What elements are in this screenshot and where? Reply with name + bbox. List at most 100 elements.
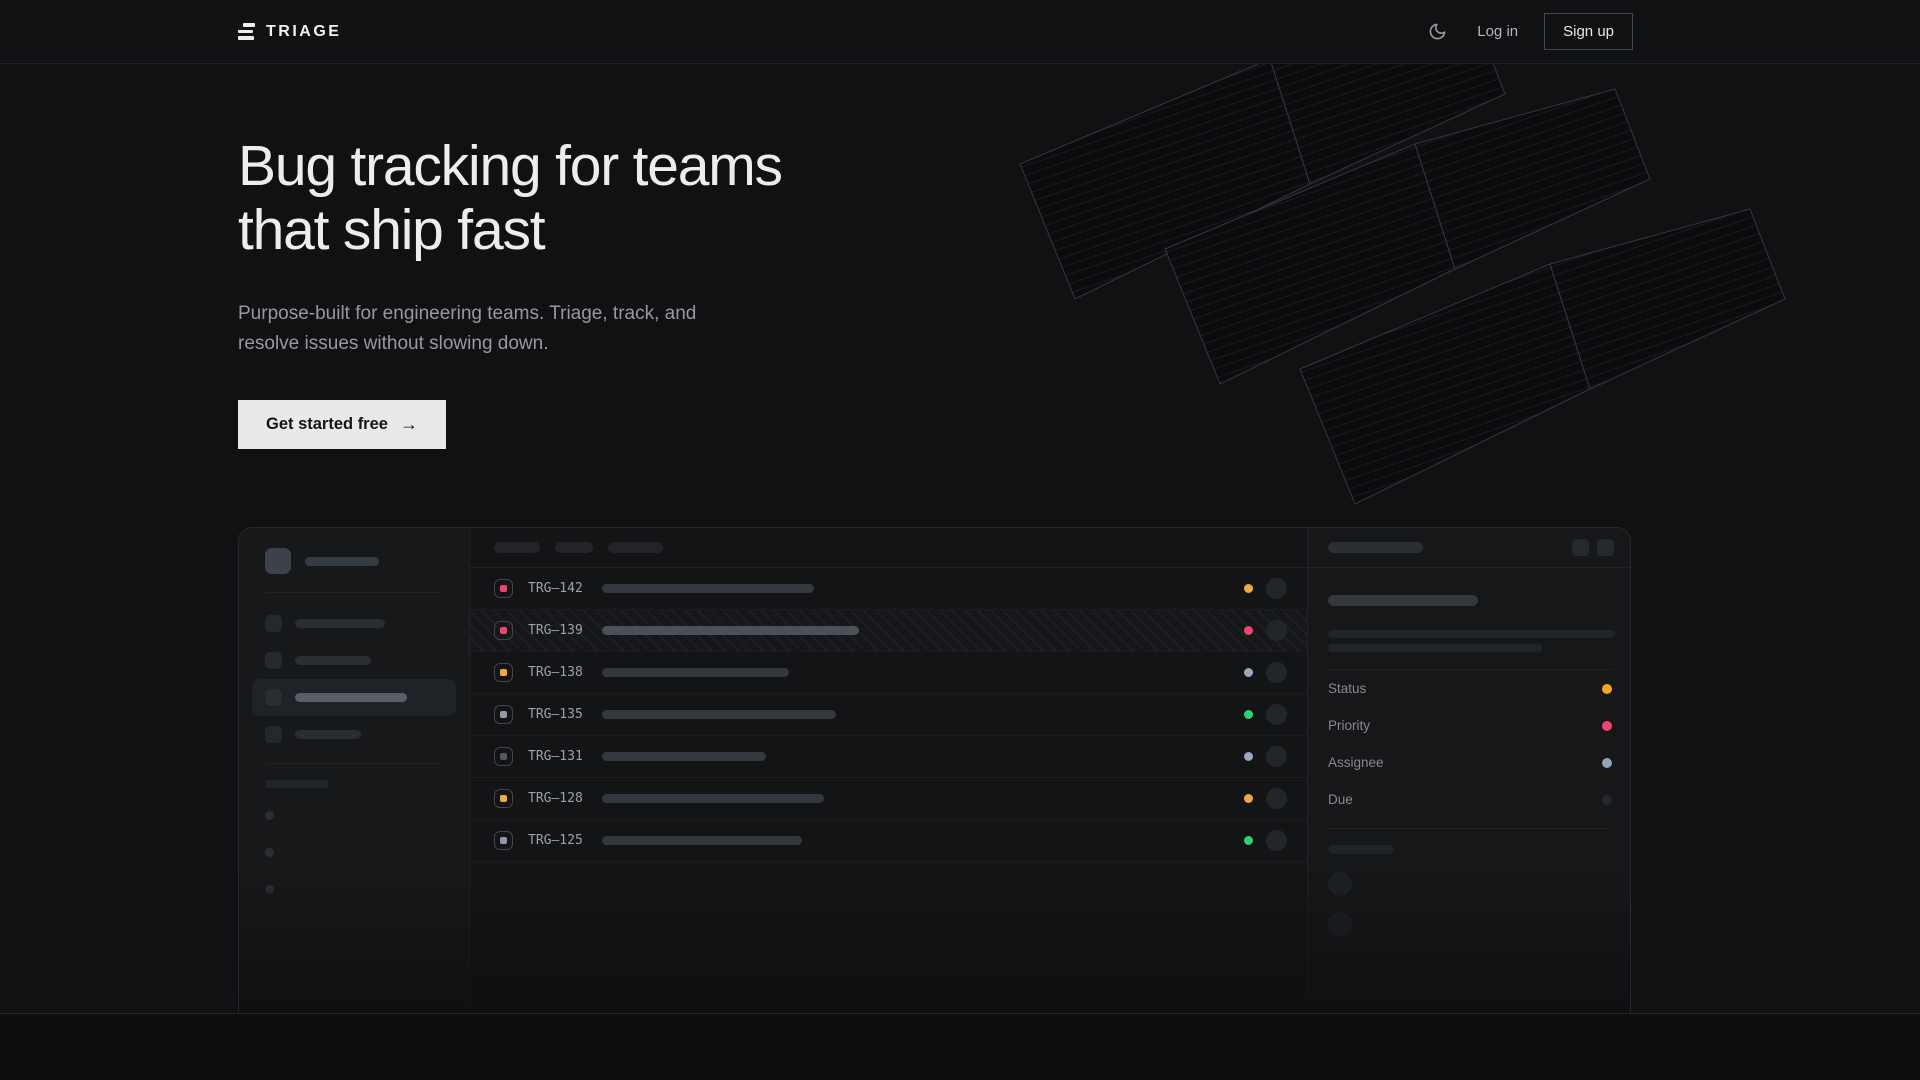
activity-avatars-skeleton: [1328, 872, 1612, 937]
activity-avatar: [1328, 912, 1352, 937]
sidebar-nav-skeleton: [252, 605, 456, 753]
issue-description-skeleton: [1328, 630, 1615, 639]
moon-icon: [1429, 23, 1446, 40]
sidebar-divider: [265, 592, 443, 594]
get-started-button[interactable]: Get started free →: [238, 400, 446, 450]
sidebar-item-skeleton: [265, 605, 443, 642]
sidebar-item-label-skeleton: [295, 656, 371, 666]
assignee-avatar: [1266, 746, 1287, 768]
issue-id: TRG–131: [528, 749, 583, 765]
issue-list: TRG–142 TRG–139 TRG–138: [470, 528, 1307, 1013]
sidebar-item-skeleton-active: [252, 679, 456, 717]
detail-field-label: Priority: [1328, 718, 1371, 734]
detail-field-label: Due: [1328, 792, 1353, 808]
assignee-avatar: [1266, 578, 1287, 600]
issue-row: TRG–125: [470, 820, 1307, 863]
issue-row: TRG–139: [470, 610, 1307, 653]
detail-field-row: Status: [1328, 670, 1612, 707]
detail-field-label: Assignee: [1328, 755, 1384, 771]
status-dot: [1244, 752, 1253, 762]
activity-label-skeleton: [1328, 845, 1394, 855]
issue-detail-panel: Status Priority Assignee Due: [1307, 528, 1630, 1013]
issue-title-skeleton: [602, 626, 859, 636]
assignee-avatar: [1266, 620, 1287, 642]
sidebar-item-label-skeleton: [295, 619, 385, 629]
issue-title-skeleton: [602, 584, 814, 594]
issue-row: TRG–128: [470, 778, 1307, 821]
issue-type-icon: [494, 663, 513, 683]
sidebar-item-skeleton: [265, 642, 443, 679]
issue-title-skeleton: [602, 794, 824, 804]
issue-id: TRG–135: [528, 707, 583, 723]
issue-id: TRG–139: [528, 623, 583, 639]
sidebar-item-icon: [265, 652, 282, 670]
arrow-right-icon: →: [399, 414, 418, 435]
filter-pill-skeleton: [555, 542, 593, 554]
issue-title-skeleton: [602, 836, 802, 846]
status-dot: [1244, 710, 1253, 720]
sidebar-item-icon: [265, 726, 282, 744]
activity-avatar: [1328, 872, 1352, 897]
assignee-avatar: [1266, 704, 1287, 726]
status-dot: [1244, 836, 1253, 846]
panel-action-button-skeleton: [1597, 539, 1614, 557]
sidebar-dot: [265, 848, 274, 858]
filter-pill-skeleton: [494, 542, 540, 554]
sidebar-item-label-skeleton: [295, 730, 361, 740]
mockup-sidebar: [239, 528, 470, 1013]
login-link[interactable]: Log in: [1477, 23, 1519, 40]
filter-pill-skeleton: [608, 542, 663, 554]
detail-field-value-dot: [1602, 757, 1612, 768]
detail-field-row: Assignee: [1328, 744, 1612, 781]
detail-panel-body: Status Priority Assignee Due: [1308, 568, 1630, 937]
issue-id: TRG–125: [528, 833, 583, 849]
issue-type-icon: [494, 705, 513, 725]
issue-description-skeleton: [1328, 644, 1542, 653]
workspace-name-skeleton: [305, 556, 379, 566]
issue-type-icon: [494, 747, 513, 767]
footer: [0, 1013, 1920, 1080]
assignee-avatar: [1266, 788, 1287, 810]
status-dot: [1244, 626, 1253, 636]
sidebar-item-icon: [265, 615, 282, 633]
brand-logo[interactable]: TRIAGE: [238, 23, 341, 41]
issue-type-icon: [494, 831, 513, 851]
issue-id: TRG–138: [528, 665, 583, 681]
triage-logo-icon: [238, 23, 255, 40]
status-dot: [1244, 584, 1253, 594]
issue-type-icon: [494, 789, 513, 809]
app-mockup: TRG–142 TRG–139 TRG–138: [238, 527, 1631, 1013]
panel-action-button-skeleton: [1572, 539, 1589, 557]
status-dot: [1244, 668, 1253, 678]
issue-row: TRG–131: [470, 736, 1307, 779]
issue-title-skeleton: [602, 752, 766, 762]
issue-title-skeleton: [602, 668, 789, 678]
signup-button[interactable]: Sign up: [1544, 13, 1633, 50]
sidebar-item-skeleton: [265, 716, 443, 753]
detail-panel-header: [1308, 528, 1630, 569]
issue-type-icon: [494, 579, 513, 599]
cta-label: Get started free: [266, 415, 388, 434]
brand-name: TRIAGE: [266, 22, 342, 40]
issue-type-icon: [494, 621, 513, 641]
sidebar-dot: [265, 885, 274, 895]
assignee-avatar: [1266, 830, 1287, 852]
sidebar-item-label-skeleton: [295, 693, 407, 703]
issue-row: TRG–135: [470, 694, 1307, 737]
hero-subtitle: Purpose-built for engineering teams. Tri…: [238, 302, 697, 355]
panel-divider: [1328, 669, 1612, 671]
theme-toggle-button[interactable]: [1424, 18, 1451, 45]
issue-list-header: [470, 528, 1307, 569]
detail-field-value-dot: [1602, 683, 1612, 694]
workspace-avatar: [265, 548, 291, 575]
assignee-avatar: [1266, 662, 1287, 684]
issue-id: TRG–128: [528, 791, 583, 807]
detail-field-row: Due: [1328, 781, 1612, 818]
top-nav: TRIAGE Log in Sign up: [0, 0, 1920, 64]
detail-field-value-dot: [1602, 720, 1612, 731]
issue-row: TRG–138: [470, 652, 1307, 695]
issue-title-skeleton: [1328, 595, 1478, 607]
